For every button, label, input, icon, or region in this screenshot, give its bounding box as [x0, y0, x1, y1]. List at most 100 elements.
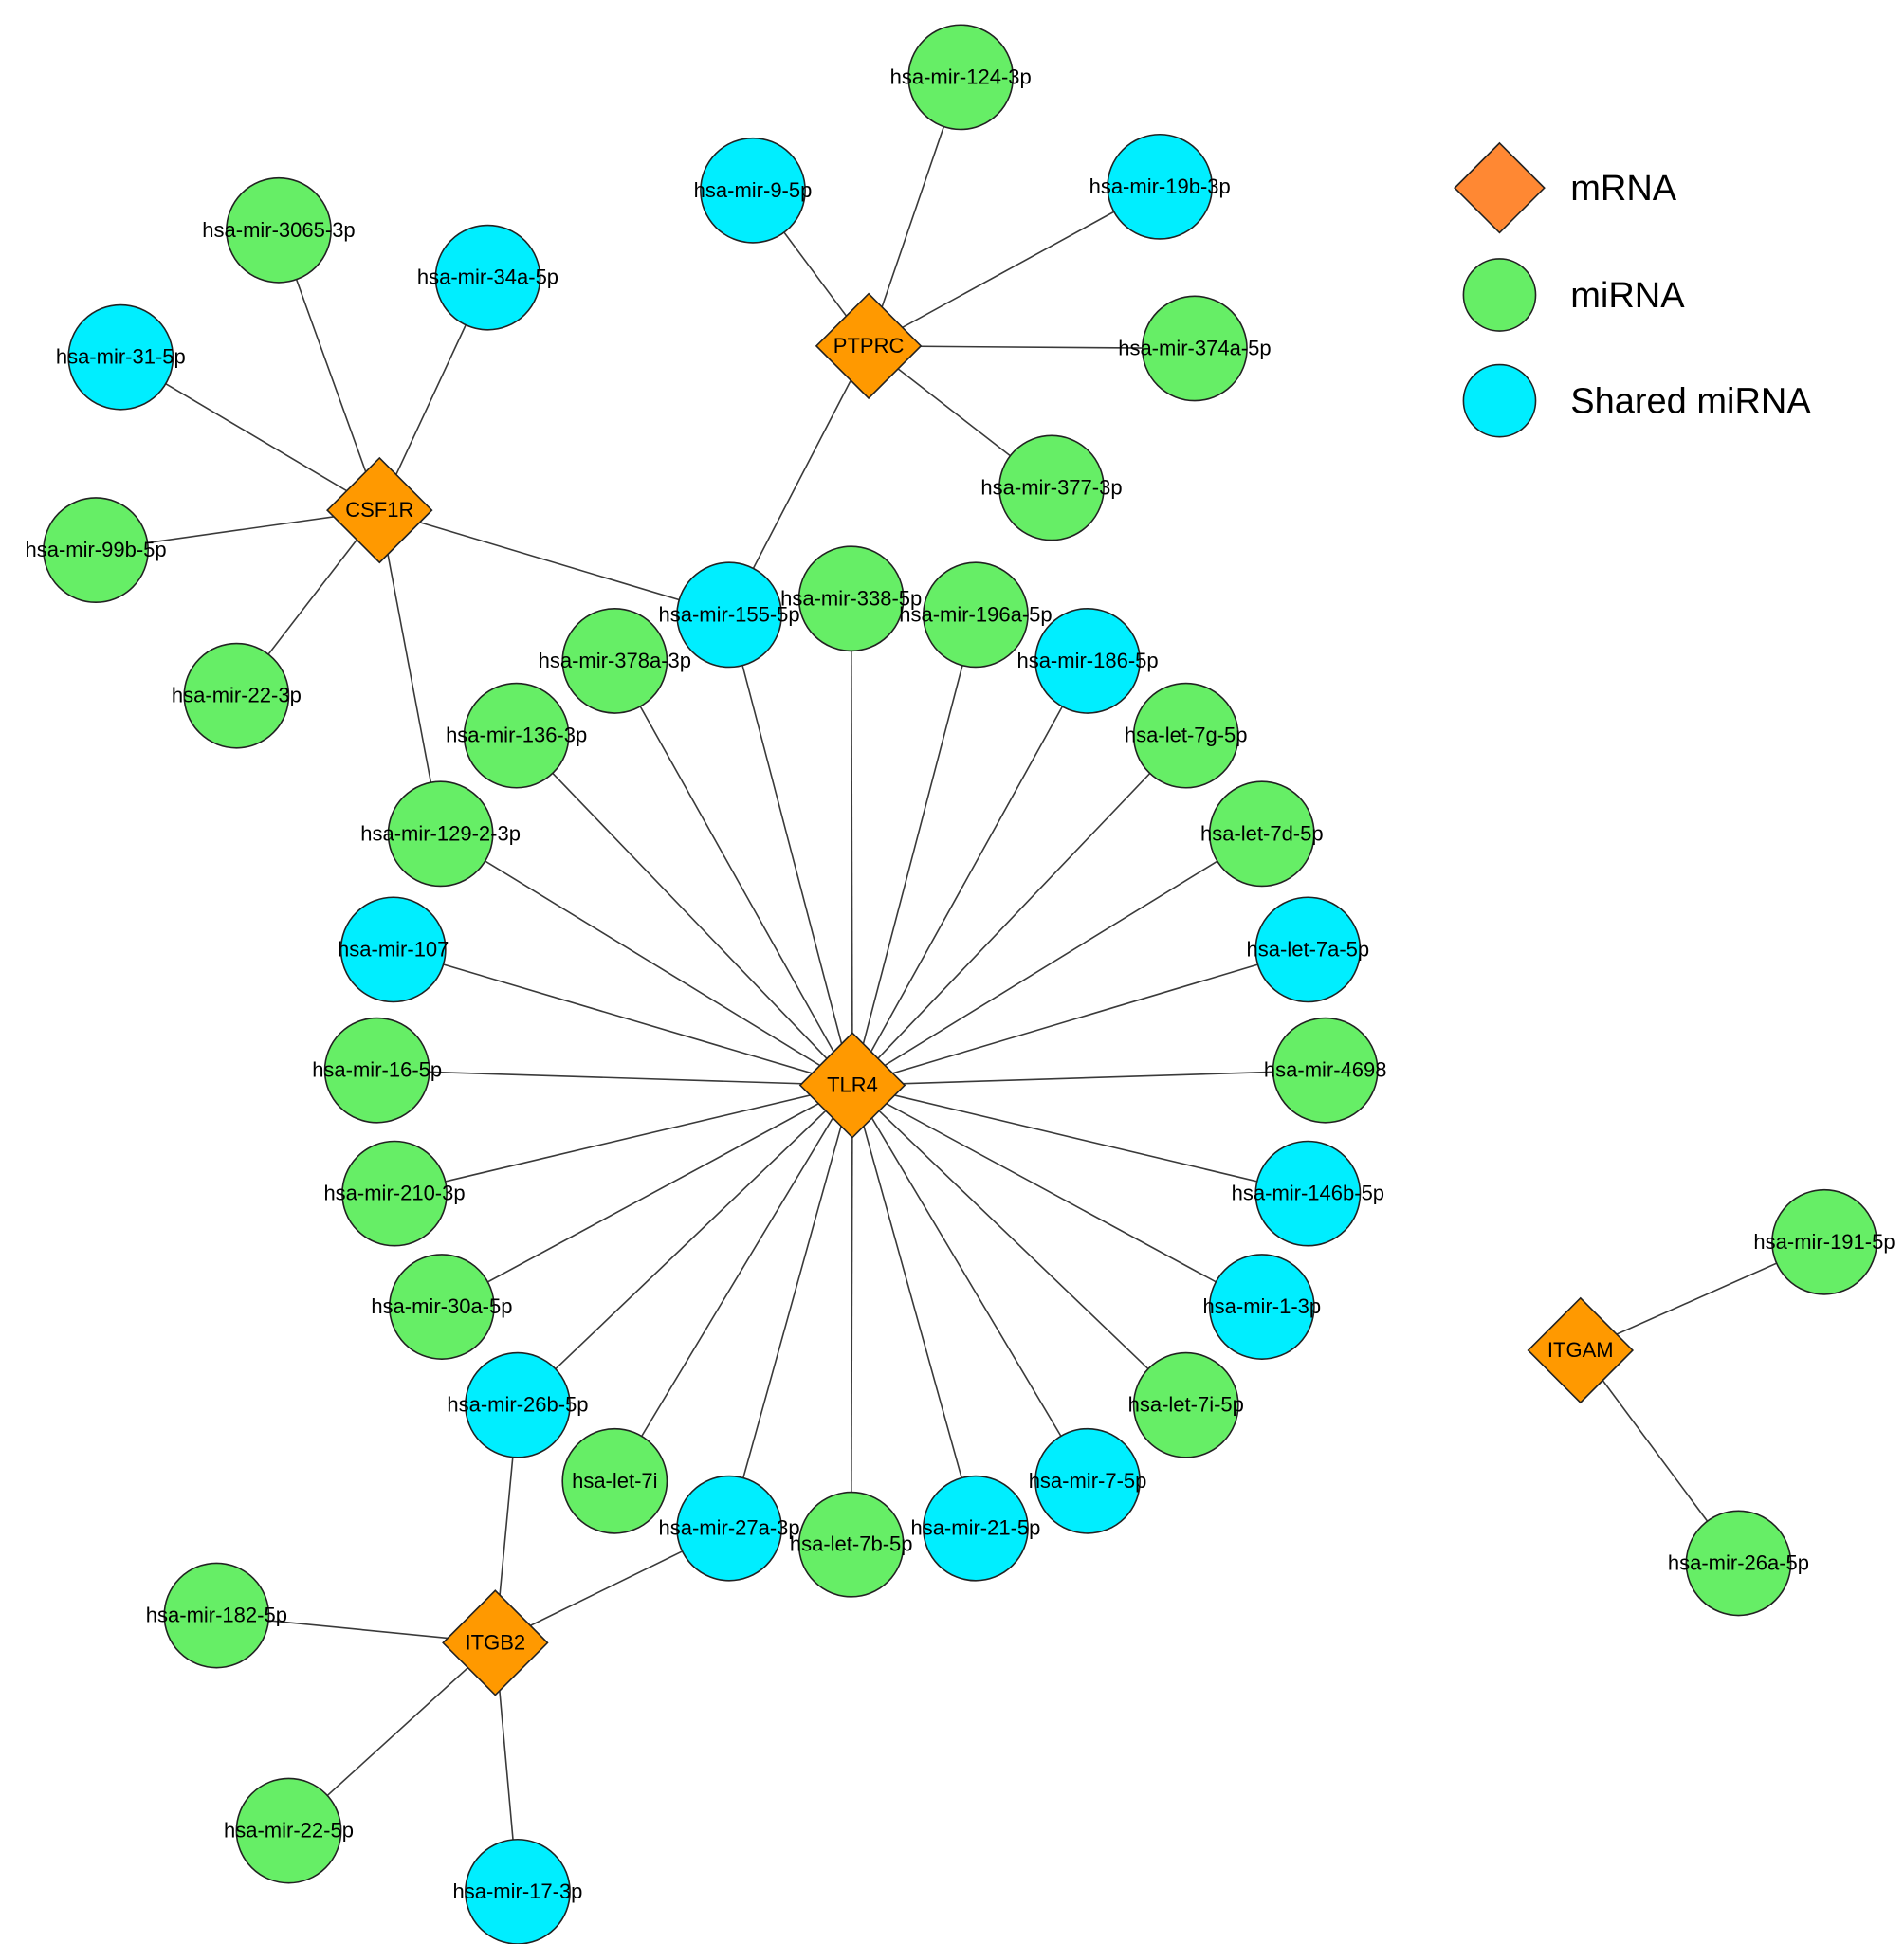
edge-TLR4-let7a	[851, 948, 1309, 1087]
node-ITGB2: ITGB2	[442, 1589, 549, 1696]
node-label: PTPRC	[833, 334, 905, 358]
node-label: hsa-mir-9-5p	[694, 178, 813, 202]
mirna-circle	[998, 434, 1105, 541]
node-label: hsa-mir-191-5p	[1753, 1230, 1895, 1254]
shared-mirna-circle	[67, 303, 174, 411]
mirna-circle	[1208, 780, 1315, 888]
node-m30a: hsa-mir-30a-5p	[371, 1254, 512, 1360]
node-m210: hsa-mir-210-3p	[323, 1140, 466, 1247]
node-label: ITGAM	[1547, 1338, 1614, 1362]
node-m27a: hsa-mir-27a-3p	[658, 1475, 800, 1582]
node-let7g: hsa-let-7g-5p	[1125, 682, 1248, 789]
node-m4698: hsa-mir-4698	[1264, 1017, 1387, 1124]
node-label: hsa-let-7d-5p	[1200, 821, 1324, 845]
edge-TLR4-let7g	[851, 735, 1187, 1086]
node-label: CSF1R	[345, 498, 413, 522]
mirna-circle	[43, 497, 149, 604]
node-label: hsa-mir-30a-5p	[371, 1294, 512, 1318]
legend-circle	[1462, 363, 1537, 438]
node-m21: hsa-mir-21-5p	[910, 1475, 1040, 1582]
node-label: hsa-mir-129-2-3p	[360, 821, 521, 845]
mirna-circle	[923, 561, 1029, 669]
node-let7i: hsa-let-7i	[561, 1427, 668, 1534]
node-label: hsa-mir-1-3p	[1202, 1294, 1321, 1318]
edge-TLR4-m146b	[851, 1084, 1309, 1195]
node-label: hsa-mir-16-5p	[312, 1058, 442, 1082]
node-label: hsa-mir-146b-5p	[1232, 1182, 1384, 1205]
edge-TLR4-m107	[393, 948, 853, 1087]
edge-PTPRC-m374a	[869, 345, 1195, 350]
mirna-circle	[387, 780, 494, 888]
mirna-circle	[1141, 295, 1248, 402]
shared-mirna-circle	[676, 561, 782, 669]
shared-mirna-circle	[1254, 896, 1362, 1003]
node-let7b: hsa-let-7b-5p	[790, 1491, 913, 1598]
mrna-diamond	[326, 456, 433, 564]
edge-TLR4-let7d	[851, 833, 1263, 1087]
node-label: hsa-mir-378a-3p	[539, 649, 691, 672]
edge-TLR4-m4698	[851, 1069, 1326, 1087]
edge-TLR4-m30a	[441, 1084, 853, 1308]
node-label: hsa-mir-19b-3p	[1089, 174, 1231, 198]
mirna-circle	[797, 545, 905, 652]
node-label: hsa-let-7g-5p	[1125, 724, 1248, 747]
legend-item-mrna: mRNA	[1454, 141, 1677, 234]
node-label: hsa-mir-99b-5p	[25, 538, 166, 561]
mirna-circle	[463, 682, 570, 789]
edge-TLR4-m196a	[851, 614, 977, 1086]
node-label: hsa-let-7i-5p	[1128, 1393, 1244, 1417]
node-label: hsa-mir-26b-5p	[447, 1393, 588, 1417]
node-m129: hsa-mir-129-2-3p	[360, 780, 521, 888]
mirna-circle	[163, 1562, 270, 1669]
edge-TLR4-m129	[440, 833, 853, 1087]
node-m16: hsa-mir-16-5p	[312, 1017, 442, 1124]
node-m26b: hsa-mir-26b-5p	[447, 1351, 589, 1458]
node-label: TLR4	[827, 1073, 878, 1096]
node-label: hsa-mir-182-5p	[146, 1604, 287, 1627]
node-let7d: hsa-let-7d-5p	[1200, 780, 1324, 888]
node-label: hsa-mir-31-5p	[56, 345, 186, 369]
node-m19b: hsa-mir-19b-3p	[1089, 133, 1231, 240]
edge-TLR4-m136	[516, 735, 853, 1086]
node-TLR4: TLR4	[798, 1032, 906, 1139]
legend-label: miRNA	[1570, 276, 1685, 316]
node-m99b: hsa-mir-99b-5p	[25, 497, 167, 604]
node-m31: hsa-mir-31-5p	[56, 303, 186, 411]
node-m155: hsa-mir-155-5p	[658, 561, 800, 669]
node-label: hsa-mir-155-5p	[658, 602, 799, 626]
shared-mirna-circle	[434, 224, 541, 331]
node-m26a: hsa-mir-26a-5p	[1668, 1510, 1809, 1617]
legend-item-shared: Shared miRNA	[1462, 363, 1811, 438]
edge-TLR4-m1	[851, 1084, 1263, 1308]
node-label: hsa-mir-107	[338, 937, 449, 961]
edge-TLR4-m210	[394, 1084, 853, 1195]
node-m1: hsa-mir-1-3p	[1202, 1254, 1321, 1360]
node-label: hsa-mir-338-5p	[780, 586, 922, 610]
edge-CSF1R-m155	[379, 509, 730, 616]
node-label: hsa-mir-210-3p	[323, 1182, 465, 1205]
node-label: hsa-mir-377-3p	[980, 475, 1122, 499]
node-m186: hsa-mir-186-5p	[1016, 607, 1159, 714]
node-m374a: hsa-mir-374a-5p	[1118, 295, 1272, 402]
mirna-circle	[388, 1254, 495, 1360]
legend-item-mirna: miRNA	[1462, 258, 1685, 332]
edge-TLR4-m155	[728, 614, 853, 1086]
shared-mirna-circle	[1208, 1254, 1315, 1360]
edge-TLR4-m186	[851, 660, 1089, 1086]
edge-TLR4-m16	[376, 1069, 853, 1087]
node-m124: hsa-mir-124-3p	[890, 24, 1032, 131]
mirna-circle	[1771, 1188, 1877, 1295]
node-m34a: hsa-mir-34a-5p	[417, 224, 558, 331]
mirna-circle	[341, 1140, 448, 1247]
node-label: hsa-mir-4698	[1264, 1058, 1387, 1082]
node-m196a: hsa-mir-196a-5p	[899, 561, 1053, 669]
node-label: hsa-mir-22-5p	[224, 1819, 354, 1843]
node-m136: hsa-mir-136-3p	[446, 682, 587, 789]
node-label: ITGB2	[466, 1630, 526, 1654]
node-m9: hsa-mir-9-5p	[694, 137, 813, 244]
mirna-circle	[1685, 1510, 1792, 1617]
edge-TLR4-m27a	[728, 1085, 853, 1529]
node-ITGAM: ITGAM	[1527, 1296, 1635, 1404]
edge-TLR4-let7i	[613, 1085, 853, 1482]
